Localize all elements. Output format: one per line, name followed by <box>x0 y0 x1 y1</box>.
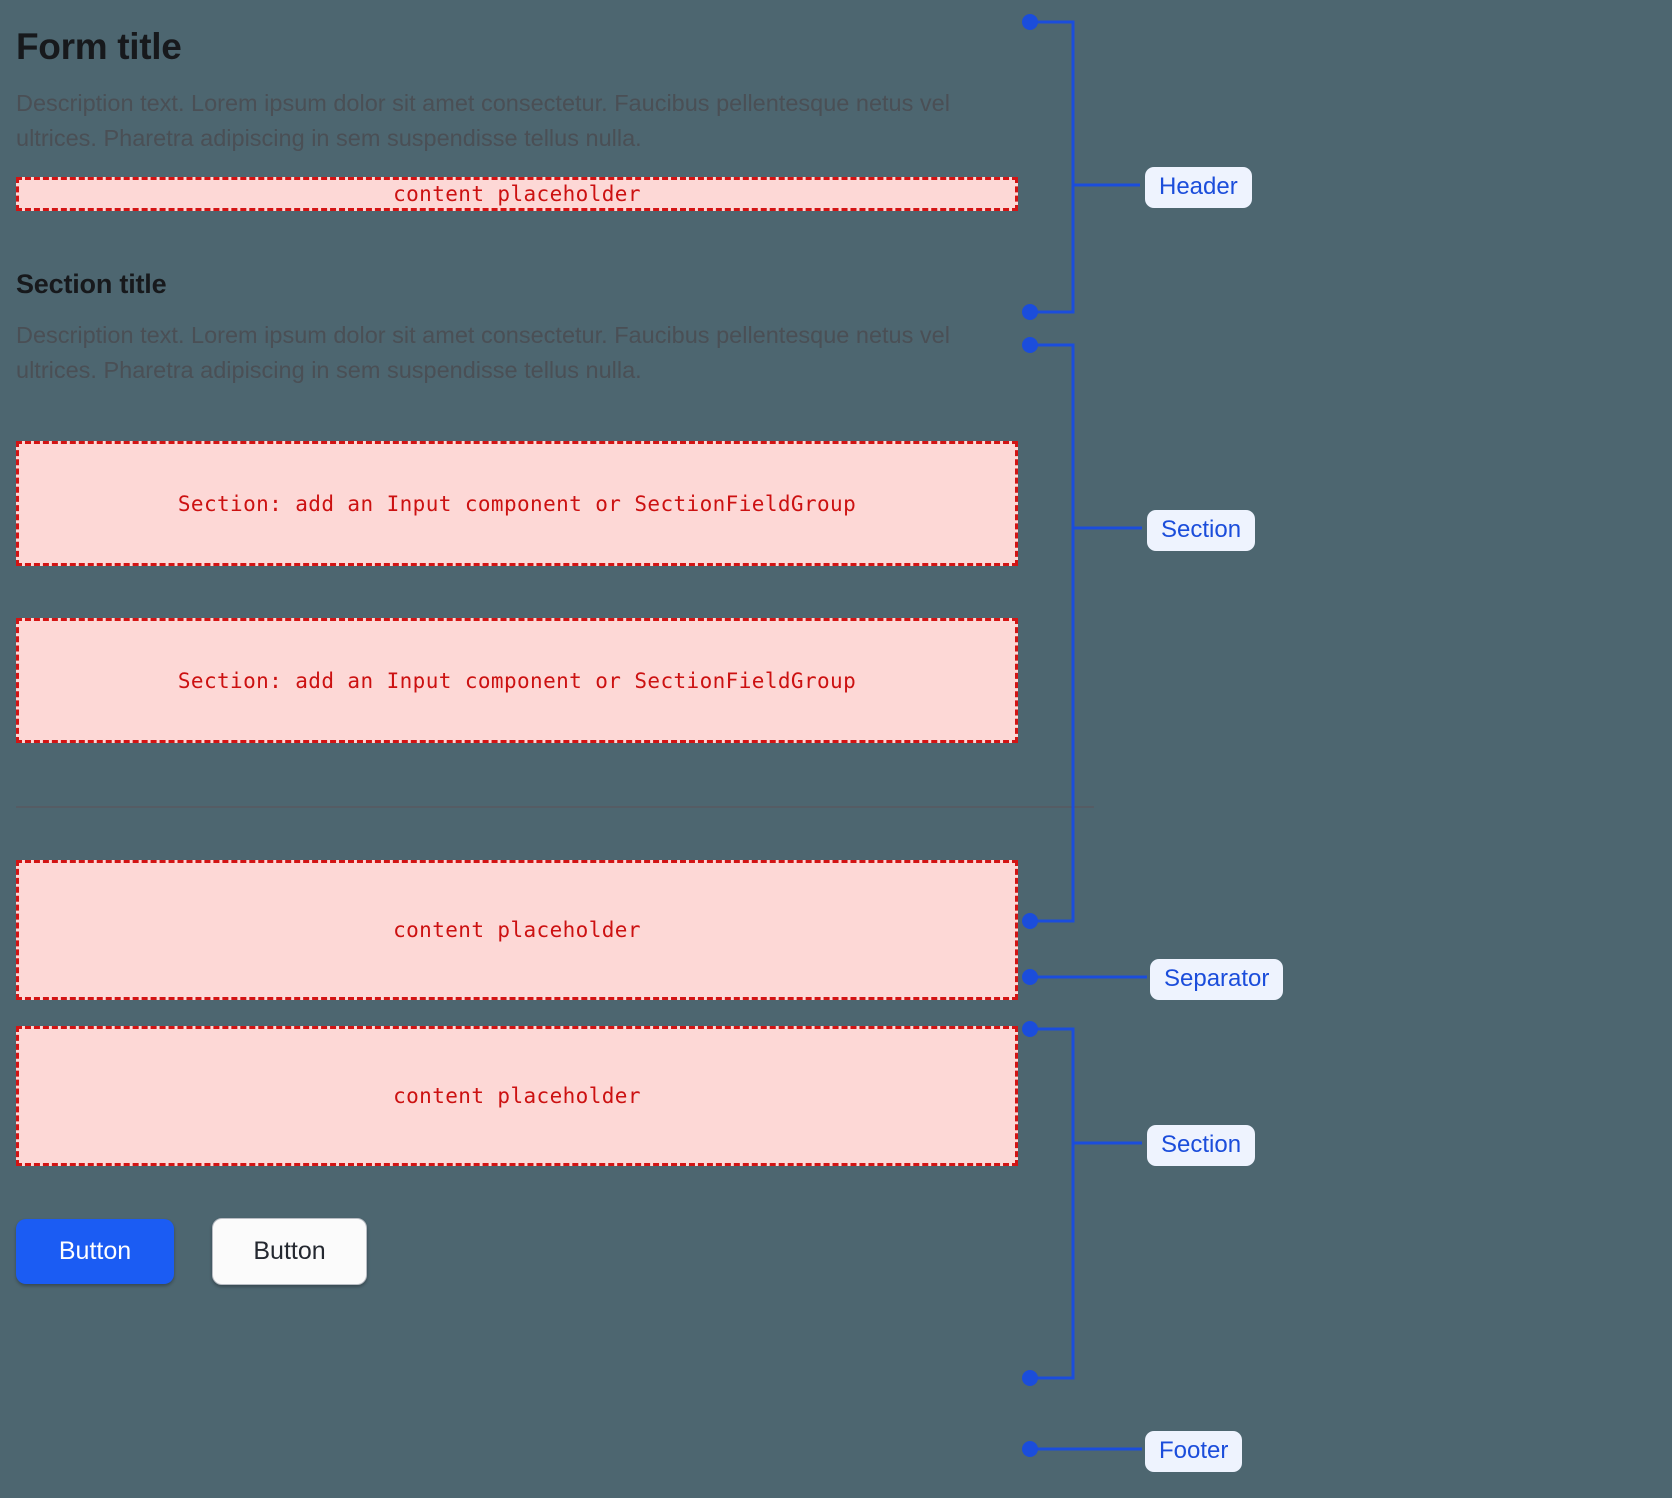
header-content-placeholder[interactable]: content placeholder <box>16 177 1018 212</box>
section-one-bracket <box>1030 343 1075 923</box>
form-column: Form title Description text. Lorem ipsum… <box>16 0 1094 1286</box>
header-bracket <box>1030 20 1075 314</box>
annotation-chip-footer[interactable]: Footer <box>1145 1431 1243 1472</box>
section-description: Description text. Lorem ipsum dolor sit … <box>16 322 950 383</box>
section-field-placeholder-1[interactable]: Section: add an Input component or Secti… <box>16 441 1018 567</box>
section-two-content-placeholder-2[interactable]: content placeholder <box>16 1026 1018 1167</box>
annotation-chip-header[interactable]: Header <box>1145 167 1252 208</box>
form-description: Description text. Lorem ipsum dolor sit … <box>16 90 950 151</box>
form-title: Form title <box>16 26 182 67</box>
form-footer: Button Button <box>16 1218 1018 1286</box>
annotation-chip-section-two[interactable]: Section <box>1147 1125 1256 1166</box>
anchor-dot-header-bottom <box>1022 304 1038 320</box>
primary-button[interactable]: Button <box>16 1219 174 1285</box>
anchor-dot-separator <box>1022 969 1038 985</box>
section-field-placeholder-2[interactable]: Section: add an Input component or Secti… <box>16 618 1018 744</box>
annotation-chip-section-one[interactable]: Section <box>1147 510 1256 551</box>
section-two-bracket <box>1030 1027 1075 1380</box>
annotation-anchor-dots <box>1022 14 1038 1457</box>
anchor-dot-section-two-top <box>1022 1021 1038 1037</box>
form-section-two: content placeholder content placeholder <box>16 860 1018 1167</box>
secondary-button[interactable]: Button <box>212 1218 367 1286</box>
form-separator <box>16 806 1094 809</box>
anchor-dot-header-top <box>1022 14 1038 30</box>
form-section-one: Section title Description text. Lorem ip… <box>16 267 1018 744</box>
annotation-chip-separator[interactable]: Separator <box>1150 959 1284 1000</box>
anchor-dot-section-one-bottom <box>1022 913 1038 929</box>
form-header: Form title Description text. Lorem ipsum… <box>16 24 1018 212</box>
anchor-dot-section-two-bottom <box>1022 1370 1038 1386</box>
section-two-content-placeholder-1[interactable]: content placeholder <box>16 860 1018 1001</box>
anchor-dot-footer <box>1022 1441 1038 1457</box>
section-title: Section title <box>16 269 167 300</box>
anchor-dot-section-one-top <box>1022 337 1038 353</box>
